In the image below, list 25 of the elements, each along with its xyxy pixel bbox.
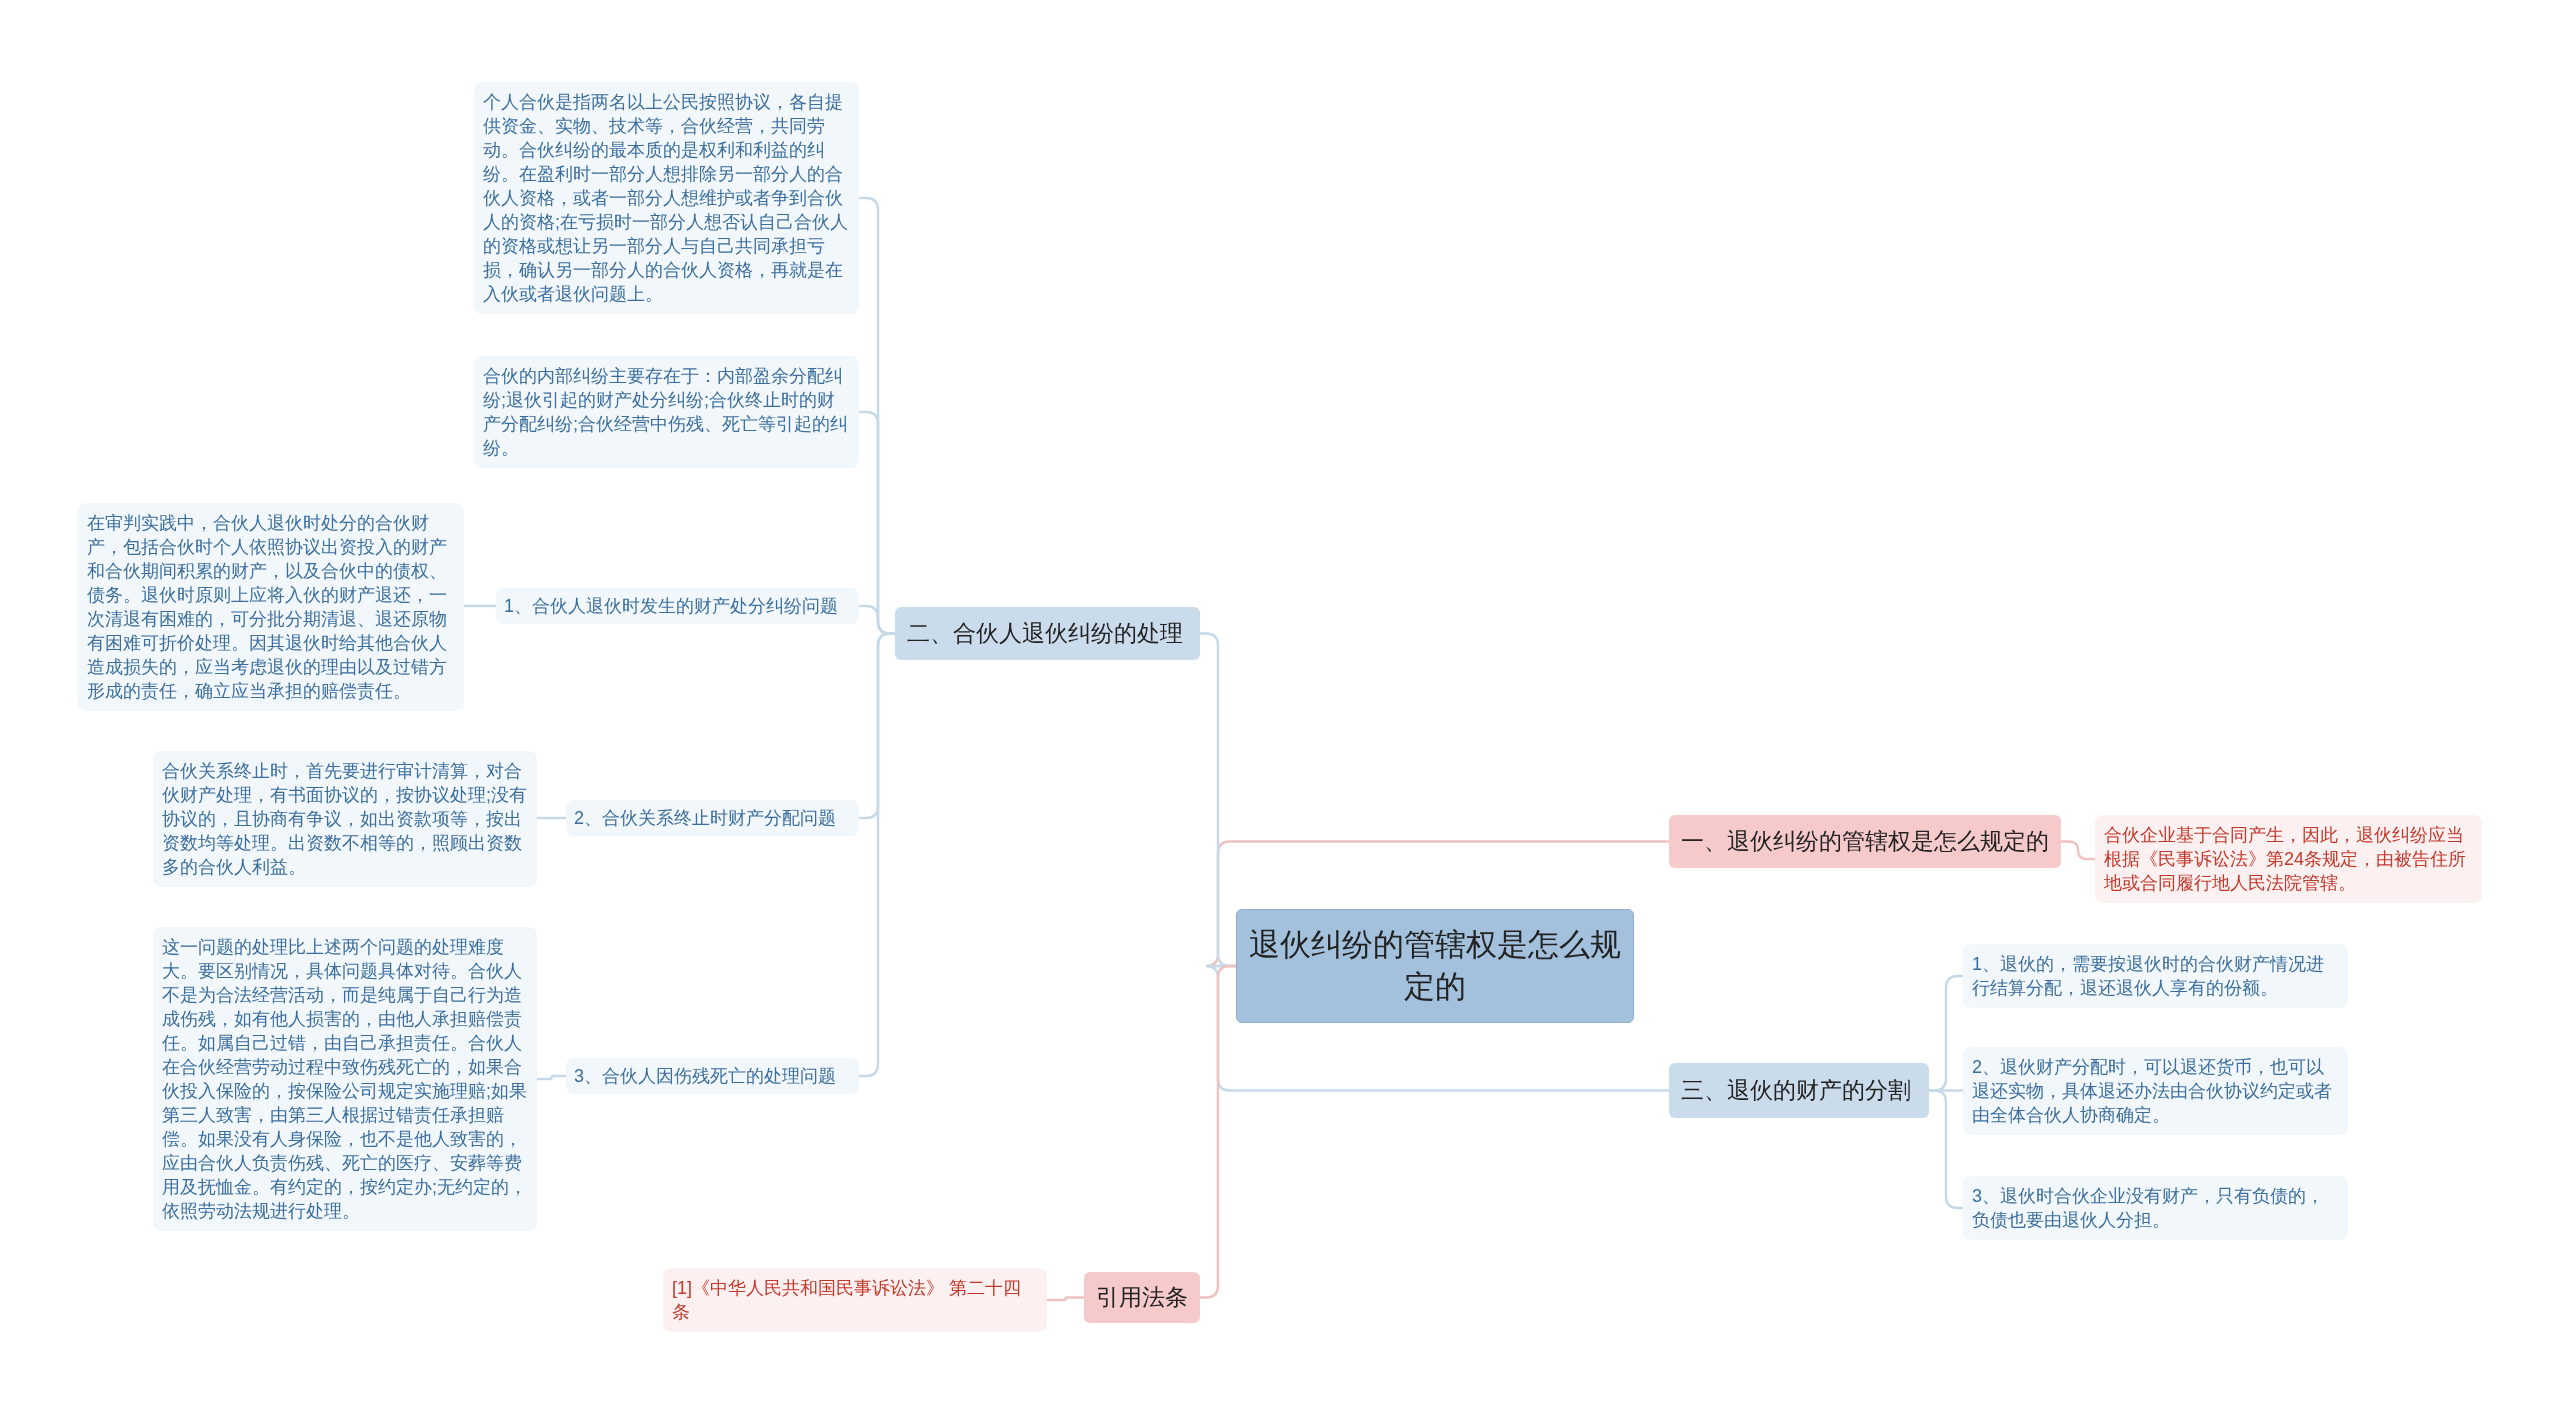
connector-line	[537, 1074, 566, 1081]
detail-note: 这一问题的处理比上述两个问题的处理难度大。要区别情况，具体问题具体对待。合伙人不是为合法经营活动，而是纯属于自己行为造成伤残，如有他人损害的，由他人承担赔偿责任。如属自己过错，由自己承担责任。合伙人在合伙经营劳动过程中致伤残死亡的，如果合伙投入保险的，按保险公司规定实施理赔;如果第三人致害，由第三人根据过错责任承担赔偿。如果没有人身保险，也不是他人致害的，应由合伙人负责伤残、死亡的医疗、安葬等费用及抚恤金。有约定的，按约定办;无约定的，依照劳动法规进行处理。	[153, 927, 537, 1231]
detail-note: 个人合伙是指两名以上公民按照协议，各自提供资金、实物、技术等，合伙经营，共同劳动。合伙纠纷的最本质的是权利和利益的纠纷。在盈利时一部分人想排除另一部分人的合伙人资格，或者一部分人想维护或者争到合伙人的资格;在亏损时一部分人想否认自己合伙人的资格或想让另一部分人与自己共同承担亏损，确认另一部分人的合伙人资格，再就是在入伙或者退伙问题上。	[474, 82, 859, 314]
connector-line	[859, 632, 895, 1078]
connector-line	[464, 604, 496, 608]
detail-note: 合伙关系终止时，首先要进行审计清算，对合伙财产处理，有书面协议的，按协议处理;没有协议的，且协商有争议，如出资款项等，按出资数均等处理。出资数不相等的，照顾出资数多的合伙人利益。	[153, 751, 537, 887]
detail-note: 在审判实践中，合伙人退伙时处分的合伙财产，包括合伙时个人依照协议出资投入的财产和合伙期间积累的财产，以及合伙中的债权、债务。退伙时原则上应将入伙的财产退还，一次清退有困难的，可分批分期清退、退还原物有困难可折价处理。因其退伙时给其他合伙人造成损失的，应当考虑退伙的理由以及过错方形成的责任，确立应当承担的赔偿责任。	[78, 503, 464, 711]
connector-line	[1047, 1296, 1084, 1302]
branch-topic: 引用法条	[1084, 1272, 1200, 1323]
connector-line	[2061, 840, 2095, 861]
subtopic: 2、合伙关系终止时财产分配问题	[566, 800, 859, 836]
root-topic: 退伙纠纷的管辖权是怎么规定的	[1236, 909, 1634, 1023]
detail-note: 3、退伙时合伙企业没有财产，只有负债的，负债也要由退伙人分担。	[1963, 1176, 2348, 1240]
connector-line	[537, 816, 566, 820]
detail-note: 合伙的内部纠纷主要存在于：内部盈余分配纠纷;退伙引起的财产处分纠纷;合伙终止时的财产分配纠纷;合伙经营中伤残、死亡等引起的纠纷。	[474, 356, 859, 468]
subtopic: 1、合伙人退伙时发生的财产处分纠纷问题	[496, 588, 859, 624]
branch-topic: 二、合伙人退伙纠纷的处理	[895, 607, 1200, 660]
connector-line	[1200, 964, 1236, 1299]
subtopic: 3、合伙人因伤残死亡的处理问题	[566, 1058, 859, 1094]
reference-note: [1]《中华人民共和国民事诉讼法》 第二十四条	[663, 1268, 1047, 1332]
detail-note: 1、退伙的，需要按退伙时的合伙财产情况进行结算分配，退还退伙人享有的份额。	[1963, 944, 2348, 1008]
detail-note: 2、退伙财产分配时，可以退还货币，也可以退还实物，具体退还办法由合伙协议约定或者由全体合伙人协商确定。	[1963, 1047, 2348, 1135]
branch-topic: 三、退伙的财产的分割	[1669, 1063, 1929, 1118]
detail-note: 合伙企业基于合同产生，因此，退伙纠纷应当根据《民事诉讼法》第24条规定，由被告住所地或合同履行地人民法院管辖。	[2095, 815, 2482, 903]
branch-topic: 一、退伙纠纷的管辖权是怎么规定的	[1669, 815, 2061, 868]
